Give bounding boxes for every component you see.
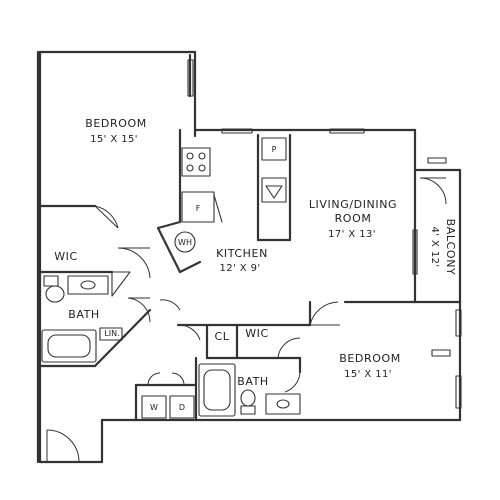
wic-1-name: WIC (54, 250, 78, 263)
bathtub-icon (41, 329, 97, 363)
interior-walls (38, 128, 417, 422)
fridge-label: F (196, 204, 201, 213)
living-name-line2: ROOM (335, 212, 372, 225)
bath-2-name: BATH (237, 375, 269, 388)
washer-label: W (150, 403, 158, 412)
water-heater (174, 231, 196, 253)
balcony-name: BALCONY (444, 219, 457, 276)
pantry-label: P (272, 145, 277, 154)
bathtub-icon (198, 363, 236, 417)
linen-name: LIN. (104, 329, 119, 338)
bedroom-1-dims: 15' X 15' (90, 134, 138, 145)
fridge (181, 191, 215, 223)
living-name-line1: LIVING/DINING (309, 198, 397, 211)
toilet-icon (43, 275, 65, 303)
living-dims: 17' X 13' (328, 229, 376, 240)
washer (141, 395, 167, 419)
pantry (261, 137, 287, 161)
vanity-icon (265, 393, 301, 415)
kitchen-dims: 12' X 9' (220, 263, 261, 274)
range-icon (181, 147, 211, 177)
water-heater-label: WH (178, 238, 192, 247)
wic-2-name: WIC (245, 327, 269, 340)
vanity-icon (67, 275, 109, 295)
exterior-walls (36, 50, 462, 464)
door-swing-icon (46, 177, 447, 463)
closet-name: CL (214, 330, 229, 343)
kitchen-name: KITCHEN (216, 247, 268, 260)
toilet-icon (240, 389, 256, 415)
sink-icon (261, 177, 287, 203)
bedroom-2-name: BEDROOM (339, 352, 401, 365)
dryer-label: D (179, 403, 185, 412)
window-icon (187, 59, 462, 409)
dryer (169, 395, 195, 419)
bedroom-2-dims: 15' X 11' (344, 369, 392, 380)
bedroom-1-name: BEDROOM (85, 117, 147, 130)
balcony-dims: 4' X 12' (429, 227, 440, 268)
bath-1-name: BATH (68, 308, 100, 321)
